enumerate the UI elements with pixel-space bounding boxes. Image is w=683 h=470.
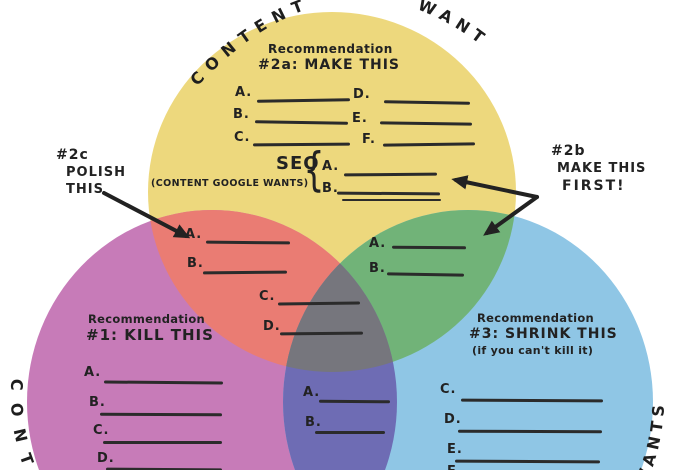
item-label: E. xyxy=(352,111,368,126)
item-label: D. xyxy=(444,412,462,427)
item-label: A. xyxy=(185,227,203,242)
item-label: B. xyxy=(305,415,322,430)
item-label: F. xyxy=(362,132,376,147)
annotation-2b-line3: FIRST! xyxy=(562,178,626,194)
blank-line xyxy=(315,431,385,434)
blank-line xyxy=(99,412,223,417)
annotation-2b-number: #2b xyxy=(551,143,586,159)
item-label: A. xyxy=(369,236,387,251)
blank-line xyxy=(103,441,222,444)
annotation-2b-line2: MAKE THIS xyxy=(557,161,647,176)
item-label: A. xyxy=(303,385,321,400)
arrow-2c-to-red-region xyxy=(102,191,191,239)
item-label: C. xyxy=(440,382,457,397)
item-label: D. xyxy=(97,451,115,466)
arrow-2b-to-green-region xyxy=(483,195,539,236)
right-circle-title-line2: #3: SHRINK THIS xyxy=(469,326,618,342)
left-circle-title-line2: #1: KILL THIS xyxy=(86,326,214,344)
blank-line xyxy=(342,199,441,201)
left-circle-title-line1: Recommendation xyxy=(88,312,206,326)
item-label: F. xyxy=(447,464,461,470)
blank-line xyxy=(318,399,391,404)
item-label: C. xyxy=(93,423,110,438)
seo-label: SEO xyxy=(276,153,320,174)
region-top-right-overlap xyxy=(283,210,516,372)
annotation-2c-number: #2c xyxy=(56,147,89,163)
blank-line xyxy=(457,429,603,434)
item-label: B. xyxy=(322,181,339,196)
right-circle-title-line3: (if you can't kill it) xyxy=(472,344,594,357)
annotation-2c-line2: POLISH xyxy=(66,165,126,180)
arrow-2b-to-seo xyxy=(451,175,539,199)
right-circle-title-line1: Recommendation xyxy=(477,311,595,325)
seo-brace: { xyxy=(303,143,325,198)
item-label: A. xyxy=(235,85,253,100)
region-top-left-overlap xyxy=(148,210,397,372)
item-label: C. xyxy=(234,130,251,145)
seo-sublabel: (CONTENT GOOGLE WANTS) xyxy=(151,178,309,189)
item-label: B. xyxy=(369,261,386,276)
item-label: B. xyxy=(187,256,204,271)
top-circle-title-line2: #2a: MAKE THIS xyxy=(258,57,401,73)
item-label: E. xyxy=(447,442,463,457)
annotation-2c-line3: THIS xyxy=(66,182,104,197)
item-label: B. xyxy=(233,107,250,122)
top-circle-title-line1: Recommendation xyxy=(268,42,393,56)
item-label: B. xyxy=(89,395,106,410)
item-label: D. xyxy=(263,319,281,334)
item-label: D. xyxy=(353,87,371,102)
item-label: A. xyxy=(84,365,102,380)
item-label: A. xyxy=(322,159,340,174)
blank-line xyxy=(391,245,467,250)
item-label: C. xyxy=(259,289,276,304)
